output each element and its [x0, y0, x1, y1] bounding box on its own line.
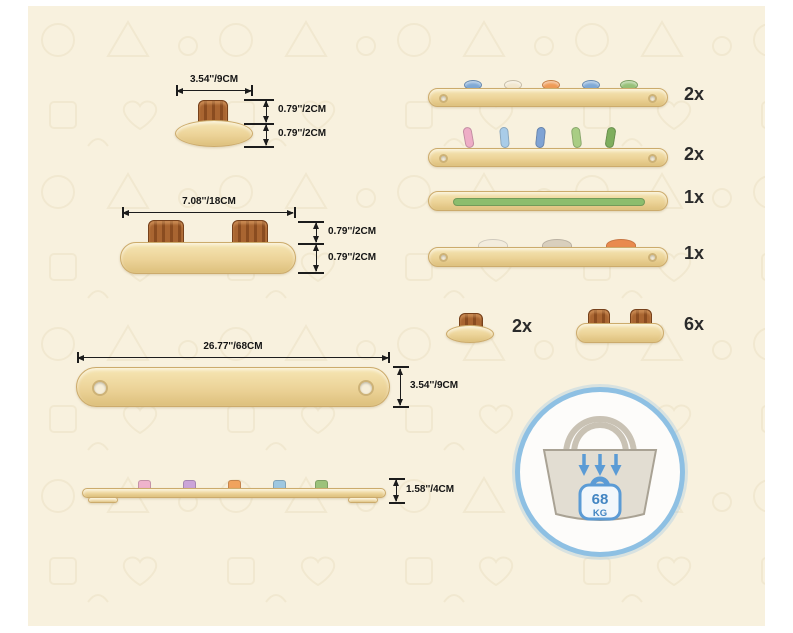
bag-handles-icon: [563, 416, 637, 453]
quantity-shape-plank: 1x: [684, 243, 705, 263]
plank-hole: [358, 380, 374, 396]
dim-tick: [298, 221, 324, 223]
quantity-knob-plank: 2x: [684, 84, 705, 104]
dim-label-small-stand-peg-height: 0.79''/2CM: [278, 104, 327, 115]
knob-plank: [428, 88, 668, 107]
oval-stand-base: [120, 242, 296, 274]
weight-value: 68: [592, 491, 609, 508]
dim-line: [77, 355, 389, 361]
weight-unit: KG: [593, 508, 607, 519]
capacity-badge: 68 KG: [515, 387, 685, 557]
plank-hole: [439, 94, 448, 103]
dim-label-oval-stand-base-height: 0.79''/2CM: [328, 252, 377, 263]
dim-label-long-plank-length: 26.77''/68CM: [203, 341, 263, 352]
side-plank-foot: [88, 497, 118, 503]
plank-hole: [92, 380, 108, 396]
dim-tick: [389, 478, 405, 480]
dim-label-side-plank-height: 1.58''/4CM: [406, 484, 455, 495]
dim-tick: [244, 146, 274, 148]
shape-plank: [428, 247, 668, 267]
long-plank-top-view: [76, 367, 390, 407]
capacity-badge-graphic: 68 KG: [542, 416, 658, 521]
dim-tick: [294, 207, 296, 218]
dim-label-small-stand-width: 3.54''/9CM: [189, 74, 239, 85]
dim-tick: [298, 243, 324, 245]
dim-tick: [244, 123, 274, 125]
double-peg-stand-base: [576, 323, 664, 343]
dim-line: [393, 479, 399, 502]
single-peg-stand-base: [446, 325, 494, 343]
side-plank-foot: [348, 497, 378, 503]
plank-hole: [439, 253, 448, 262]
dim-tick: [244, 99, 274, 101]
plank-hole: [648, 154, 657, 163]
dim-label-long-plank-width: 3.54''/9CM: [410, 380, 459, 391]
dim-tick: [298, 272, 324, 274]
dim-tick: [389, 502, 405, 504]
quantity-slider-plank: 1x: [684, 187, 705, 207]
dim-line: [122, 210, 294, 216]
dim-tick: [393, 406, 409, 408]
side-plank-board: [82, 488, 386, 498]
dim-line: [263, 100, 269, 123]
stick-peg: [499, 126, 510, 149]
quantity-double-peg-stand: 6x: [684, 314, 705, 334]
slider-rail: [453, 198, 645, 206]
dim-line: [313, 222, 319, 243]
dim-label-small-stand-base-height: 0.79''/2CM: [278, 128, 327, 139]
small-stand-base: [175, 120, 253, 147]
dim-line: [263, 124, 269, 146]
slider-plank: [428, 191, 668, 211]
down-arrows-icon: [578, 454, 622, 476]
plank-hole: [648, 253, 657, 262]
quantity-single-peg-stand: 2x: [512, 316, 533, 336]
dim-line: [313, 244, 319, 272]
peg-plank: [428, 148, 668, 167]
plank-hole: [439, 154, 448, 163]
quantity-peg-plank: 2x: [684, 144, 705, 164]
dim-tick: [393, 366, 409, 368]
dim-label-oval-stand-peg-height: 0.79''/2CM: [328, 226, 377, 237]
dim-label-oval-stand-width: 7.08''/18CM: [182, 196, 236, 207]
plank-hole: [648, 94, 657, 103]
weight-icon: 68 KG: [578, 476, 622, 521]
dim-line: [176, 88, 252, 94]
dim-line: [397, 368, 403, 406]
